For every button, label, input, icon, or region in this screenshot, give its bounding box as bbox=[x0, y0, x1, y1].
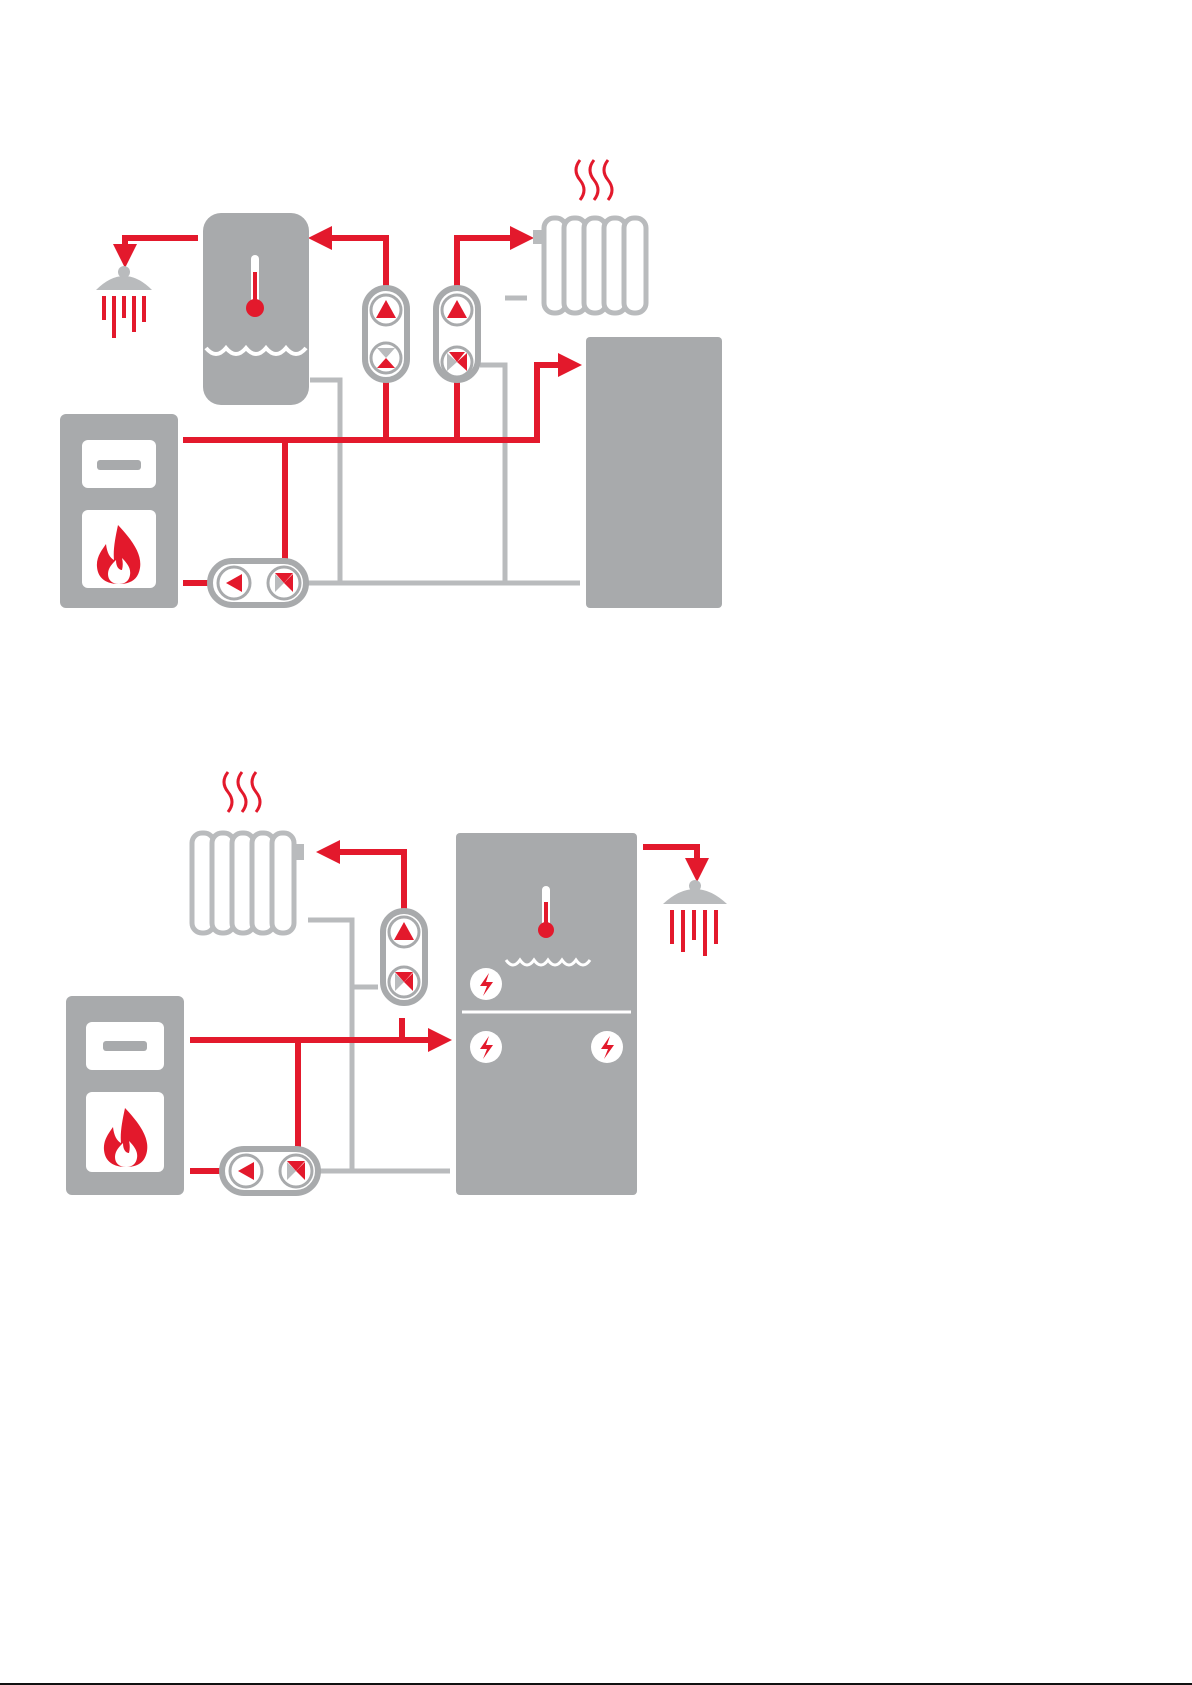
hot-water-cylinder bbox=[203, 213, 309, 405]
electric-heater-icon bbox=[470, 1031, 502, 1063]
pump-valve-group bbox=[383, 911, 425, 1003]
heat-waves-icon bbox=[576, 160, 612, 200]
pump-valve-group-1 bbox=[365, 288, 407, 380]
electric-heater-icon bbox=[591, 1031, 623, 1063]
boiler bbox=[66, 996, 184, 1195]
shower-icon bbox=[663, 880, 727, 956]
heating-diagram-2 bbox=[0, 760, 1192, 1220]
pump-valve-group-2 bbox=[436, 288, 478, 380]
boiler bbox=[60, 414, 178, 608]
heating-diagram-1 bbox=[0, 0, 1192, 640]
electric-heater-icon bbox=[470, 968, 502, 1000]
shower-icon bbox=[96, 266, 152, 338]
circulation-pump bbox=[222, 1149, 318, 1193]
combined-tank bbox=[456, 833, 637, 1195]
radiator-icon bbox=[533, 218, 646, 313]
buffer-tank bbox=[586, 337, 722, 608]
radiator-icon bbox=[192, 833, 304, 933]
circulation-pump bbox=[210, 561, 306, 605]
heat-waves-icon bbox=[224, 772, 260, 812]
cold-return-pipes bbox=[308, 920, 450, 1171]
